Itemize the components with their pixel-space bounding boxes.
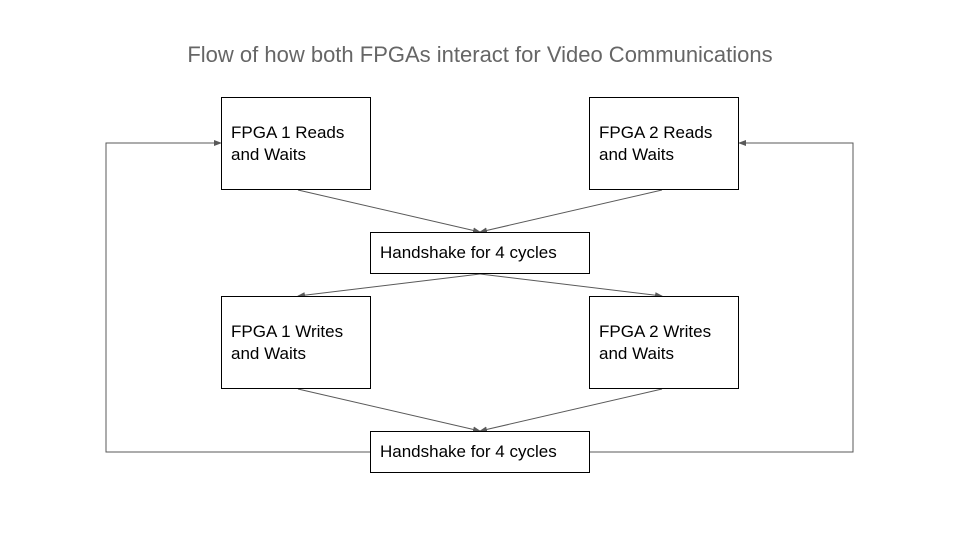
node-fpga1-read: FPGA 1 Reads and Waits [221, 97, 371, 190]
node-label: FPGA 1 Reads and Waits [231, 123, 345, 164]
edge-handshake-1-to-fpga2-write [479, 273, 663, 299]
node-label: FPGA 2 Writes and Waits [599, 322, 712, 363]
edge-fpga1-read-to-handshake-1 [297, 189, 481, 234]
node-handshake-1: Handshake for 4 cycles [370, 232, 590, 274]
node-handshake-2: Handshake for 4 cycles [370, 431, 590, 473]
node-fpga2-read: FPGA 2 Reads and Waits [589, 97, 739, 190]
node-fpga2-write: FPGA 2 Writes and Waits [589, 296, 739, 389]
edge-handshake-2-to-fpga1-read [105, 140, 370, 453]
node-label: Handshake for 4 cycles [380, 243, 557, 262]
diagram-title: Flow of how both FPGAs interact for Vide… [187, 42, 773, 67]
node-label: FPGA 1 Writes and Waits [231, 322, 344, 363]
edge-handshake-1-to-fpga1-write [297, 273, 481, 299]
node-label: FPGA 2 Reads and Waits [599, 123, 713, 164]
node-label: Handshake for 4 cycles [380, 442, 557, 461]
edge-fpga2-read-to-handshake-1 [479, 189, 663, 234]
edge-fpga2-write-to-handshake-2 [479, 388, 663, 433]
edge-fpga1-write-to-handshake-2 [297, 388, 481, 433]
node-fpga1-write: FPGA 1 Writes and Waits [221, 296, 371, 389]
edge-handshake-2-to-fpga2-read [590, 140, 854, 453]
